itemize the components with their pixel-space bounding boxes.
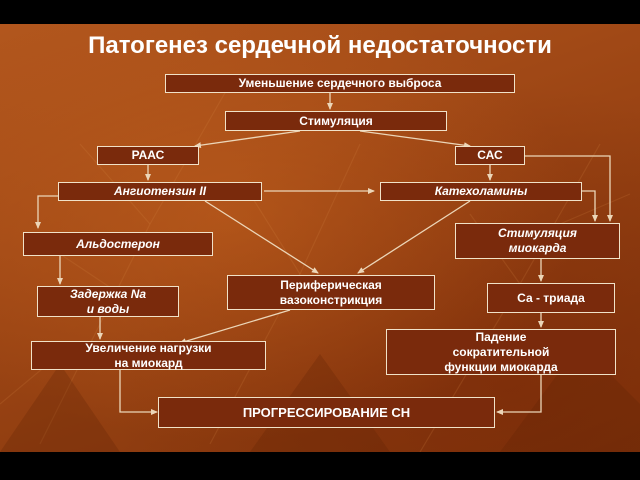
node-ca-triad: Са - триада — [487, 283, 615, 313]
arrow-catecholamines-to-myocardium — [582, 190, 598, 222]
node-catecholamines: Катехоламины — [380, 182, 582, 201]
arrow-catecholamines-to-vasoconstriction — [357, 200, 471, 274]
node-myocardium-stimulation: Стимуляция миокарда — [455, 223, 620, 259]
arrow-vasoconstriction-to-load — [179, 309, 291, 345]
node-angiotensin: Ангиотензин II — [58, 182, 262, 201]
arrow-angiotensin-to-aldosterone — [35, 195, 58, 229]
top-black-bar — [0, 0, 640, 24]
node-aldosterone: Альдостерон — [23, 232, 213, 256]
node-stimulation: Стимуляция — [225, 111, 447, 131]
page-title: Патогенез сердечной недостаточности — [88, 32, 552, 59]
node-raas: РААС — [97, 146, 199, 165]
node-na-retention: Задержка Na и воды — [37, 286, 179, 317]
node-load-increase: Увеличение нагрузки на миокард — [31, 341, 266, 370]
arrow-angiotensin-to-vasoconstriction — [204, 200, 319, 274]
bottom-black-bar — [0, 452, 640, 480]
node-contractility-fall: Падение сократительной функции миокарда — [386, 329, 616, 375]
arrow-stimulation-to-sas — [359, 130, 471, 149]
node-vasoconstriction: Периферическая вазоконстрикция — [227, 275, 435, 310]
arrow-contractility-to-progression — [496, 375, 542, 415]
node-decrease-output: Уменьшение сердечного выброса — [165, 74, 515, 93]
arrow-sas-to-myocardium — [525, 155, 613, 222]
arrow-stimulation-to-raas — [194, 130, 301, 149]
node-sas: САС — [455, 146, 525, 165]
arrow-load-to-progression — [119, 370, 158, 415]
node-progression: ПРОГРЕССИРОВАНИЕ СН — [158, 397, 495, 428]
